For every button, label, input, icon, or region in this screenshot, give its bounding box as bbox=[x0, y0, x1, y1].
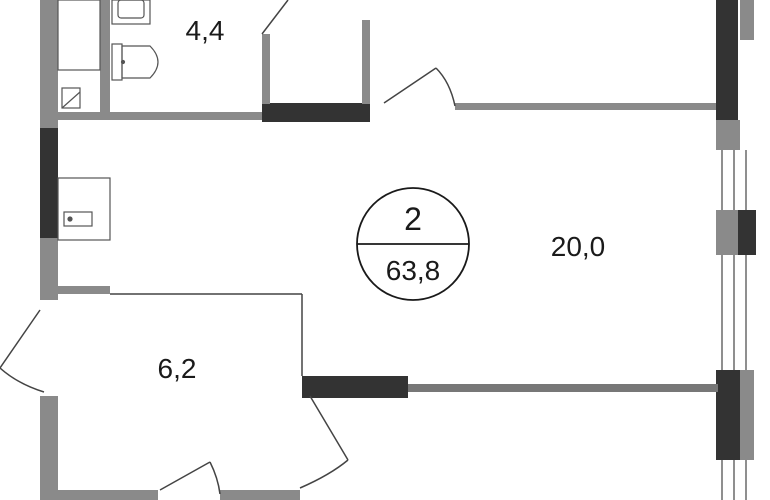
bottom-door-swing bbox=[209, 461, 221, 495]
bedroom-door-swing bbox=[435, 67, 456, 107]
shower-drain bbox=[61, 87, 81, 109]
kitchen-sink bbox=[63, 211, 93, 227]
kitchen-area-label: 6,2 bbox=[158, 353, 197, 384]
bathtub bbox=[57, 0, 101, 71]
bathroom-right-post bbox=[262, 34, 270, 104]
right-wall-dark-top2 bbox=[740, 0, 754, 40]
bedroom-lower-wall bbox=[455, 103, 720, 110]
kitchen-door-leaf bbox=[309, 395, 349, 461]
left-wall-upper bbox=[40, 0, 58, 128]
windows bbox=[721, 150, 747, 500]
drain-diag bbox=[61, 91, 81, 109]
kitchen-door-swing bbox=[299, 459, 349, 489]
fixtures bbox=[57, 0, 159, 241]
right-wall-gray-1 bbox=[716, 120, 740, 150]
entry-door-leaf bbox=[0, 309, 41, 369]
bottom-wall-mid bbox=[220, 490, 300, 500]
bathroom-sink-bowl bbox=[117, 0, 145, 19]
bottom-door-leaf bbox=[159, 461, 211, 491]
apartment-total-area: 63,8 bbox=[386, 255, 441, 286]
room-labels: 4,4 20,0 6,2 bbox=[158, 15, 606, 384]
right-wall-dark-mid bbox=[738, 210, 756, 255]
right-wall-dark-low bbox=[716, 370, 740, 460]
kitchen-counter bbox=[57, 177, 111, 241]
bathroom-bottom-wall bbox=[58, 112, 262, 120]
kitchen-faucet bbox=[67, 216, 73, 222]
toilet-tank bbox=[111, 43, 123, 81]
closet-right-post bbox=[362, 20, 370, 104]
living-lower-wall bbox=[408, 384, 718, 392]
left-wall-lower bbox=[40, 396, 58, 500]
bathroom-inner-wall bbox=[100, 0, 110, 116]
bedroom-door-leaf bbox=[383, 67, 437, 104]
bathroom-door-leaf bbox=[261, 0, 289, 35]
bathroom-area-label: 4,4 bbox=[186, 15, 225, 46]
corridor-thick-wall bbox=[262, 103, 370, 122]
entry-door-swing bbox=[0, 367, 45, 393]
apartment-badge: 2 63,8 bbox=[356, 187, 470, 301]
doors bbox=[0, 0, 456, 495]
toilet-bowl bbox=[121, 45, 159, 79]
right-wall-gray-3 bbox=[740, 370, 754, 460]
left-wall-mid bbox=[40, 238, 58, 300]
right-wall-dark-top bbox=[716, 0, 738, 120]
left-wall-dark bbox=[40, 128, 58, 238]
toilet-dot bbox=[120, 59, 126, 65]
kitchen-thick-wall bbox=[302, 376, 408, 398]
right-wall-gray-2 bbox=[716, 210, 740, 255]
living-room-area-label: 20,0 bbox=[551, 231, 606, 262]
walls bbox=[40, 0, 756, 500]
kitchen-top-wall bbox=[58, 286, 110, 294]
bottom-wall-left bbox=[58, 490, 158, 500]
apartment-room-count: 2 bbox=[404, 201, 422, 237]
bathroom-sink bbox=[111, 0, 151, 25]
